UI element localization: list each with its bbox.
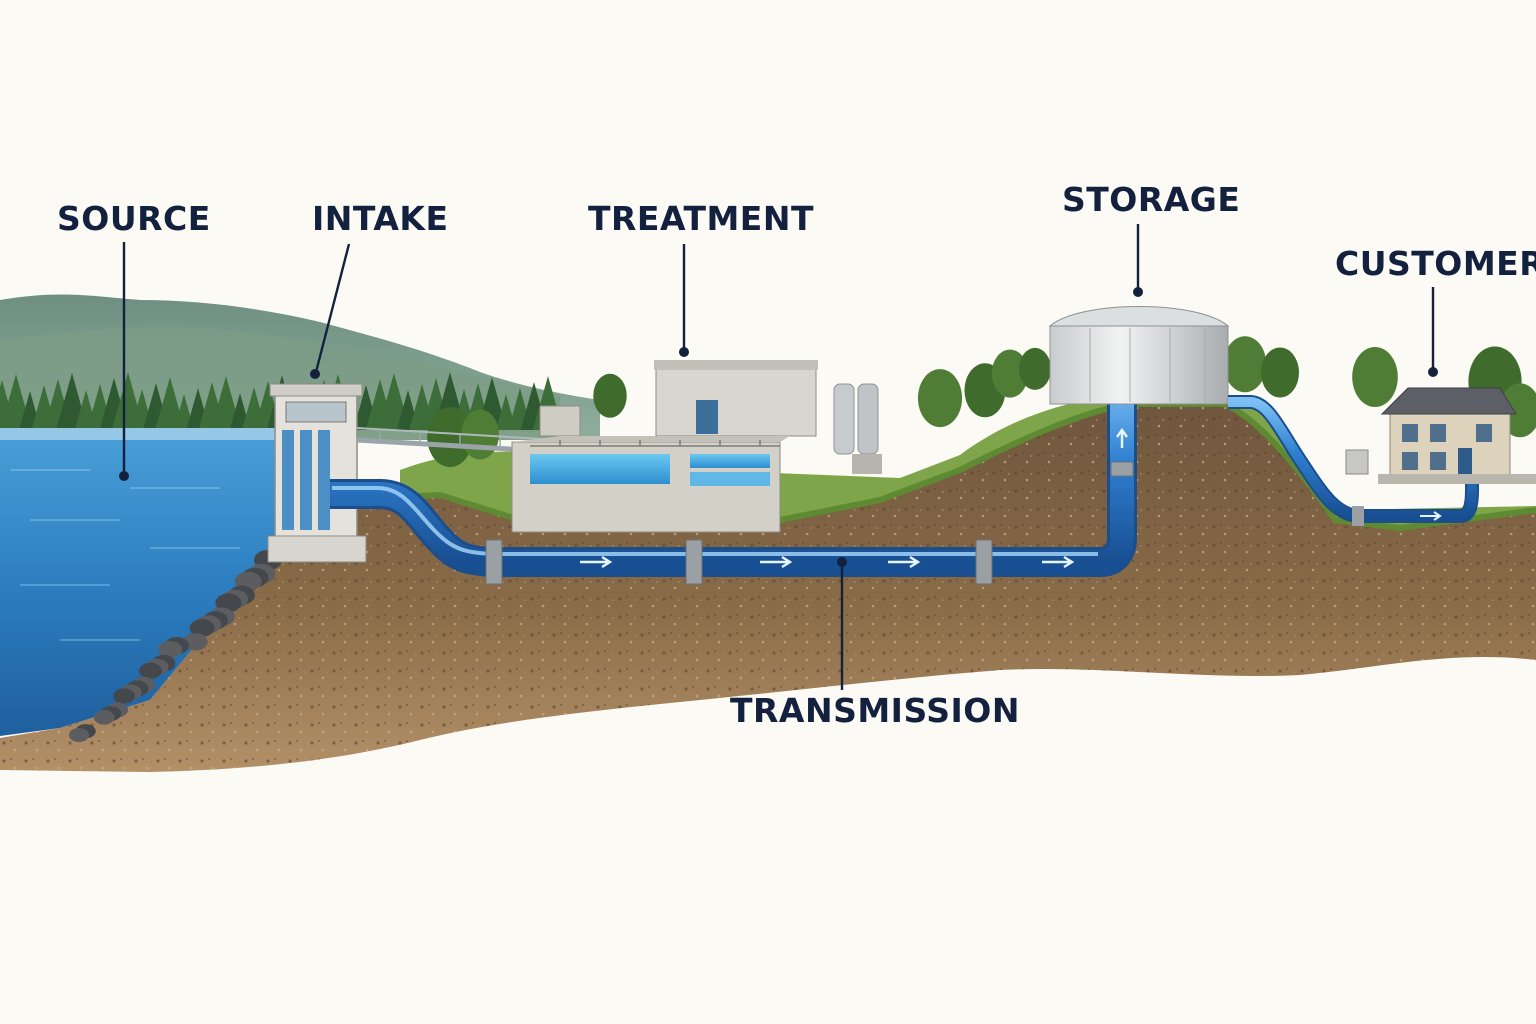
rock [113, 688, 135, 704]
rock [69, 728, 89, 742]
deciduous-tree [1261, 347, 1299, 398]
rock [138, 662, 162, 679]
deciduous-tree [1019, 347, 1051, 390]
shoreline-rocks [69, 550, 282, 742]
label-customer-group: CUSTOMER [1335, 244, 1536, 377]
flow-arrows [580, 427, 1128, 569]
deciduous-tree [427, 407, 473, 467]
rock [183, 633, 208, 651]
rock [158, 640, 183, 658]
deciduous-tree [1223, 336, 1267, 393]
deciduous-tree [1352, 347, 1398, 407]
label-storage-group: STORAGE [1062, 180, 1240, 297]
conifer-tree [155, 377, 185, 430]
lake [0, 428, 300, 736]
deciduous-tree [593, 373, 627, 418]
label-intake: INTAKE [312, 199, 449, 238]
rock [215, 593, 242, 613]
label-transmission: TRANSMISSION [730, 691, 1020, 730]
label-source: SOURCE [57, 199, 211, 238]
label-treatment-group: TREATMENT [588, 199, 814, 357]
label-intake-group: INTAKE [310, 199, 449, 379]
transmission-pipe [330, 380, 1137, 585]
storage-tank [1048, 306, 1230, 405]
label-customer: CUSTOMER [1335, 244, 1536, 283]
deciduous-tree [917, 369, 963, 428]
label-treatment: TREATMENT [588, 199, 814, 238]
distribution-pipe [1228, 395, 1479, 526]
deciduous-tree [991, 349, 1029, 398]
customer-house [1345, 387, 1536, 484]
label-storage: STORAGE [1062, 180, 1240, 219]
treatment-plant [511, 360, 882, 533]
rock [93, 710, 115, 725]
rock [189, 619, 215, 637]
label-transmission-group: TRANSMISSION [730, 557, 1020, 730]
label-source-group: SOURCE [57, 199, 211, 481]
